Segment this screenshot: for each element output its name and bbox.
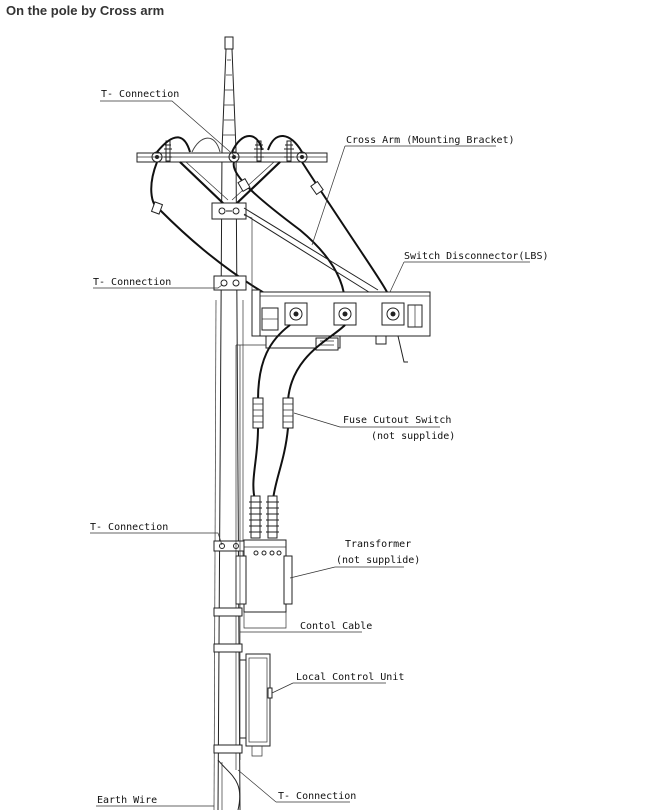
label-earth-wire: Earth Wire bbox=[97, 795, 157, 806]
label-switch-disconnector: Switch Disconnector(LBS) bbox=[404, 251, 549, 262]
label-transformer-line1: Transformer bbox=[345, 539, 411, 550]
transformer bbox=[213, 495, 293, 629]
label-fuse-cutout-line2: (not supplide) bbox=[371, 431, 455, 442]
cables-to-switch bbox=[150, 161, 394, 306]
label-cross-arm: Cross Arm (Mounting Bracket) bbox=[346, 135, 515, 146]
page-title: On the pole by Cross arm bbox=[6, 3, 165, 18]
label-control-cable: Contol Cable bbox=[300, 621, 372, 632]
earth-wire bbox=[217, 759, 241, 810]
switch-disconnector bbox=[236, 289, 431, 363]
pole-clamps-lower bbox=[213, 607, 243, 754]
pole bbox=[213, 149, 244, 810]
label-t-connection-bottom: T- Connection bbox=[278, 791, 356, 802]
pole-finial bbox=[221, 36, 237, 151]
label-fuse-cutout-line1: Fuse Cutout Switch bbox=[343, 415, 451, 426]
overhead-jumpers bbox=[156, 135, 303, 153]
label-transformer-line2: (not supplide) bbox=[336, 555, 420, 566]
support-strut bbox=[243, 207, 379, 295]
fuse-cutout-left bbox=[252, 397, 264, 429]
label-t-connection-lower: T- Connection bbox=[90, 522, 168, 533]
pole-clamp-upper bbox=[213, 275, 247, 291]
control-cable bbox=[235, 345, 241, 770]
label-local-control-unit: Local Control Unit bbox=[296, 672, 404, 683]
label-t-connection-top: T- Connection bbox=[101, 89, 179, 100]
cables-to-fuses bbox=[252, 324, 346, 501]
fuse-cutout-right bbox=[282, 397, 294, 429]
cross-arm bbox=[136, 152, 328, 220]
local-control-unit bbox=[240, 653, 273, 757]
leader-lines bbox=[90, 100, 530, 807]
insulator-center bbox=[228, 140, 264, 163]
label-t-connection-mid: T- Connection bbox=[93, 277, 171, 288]
